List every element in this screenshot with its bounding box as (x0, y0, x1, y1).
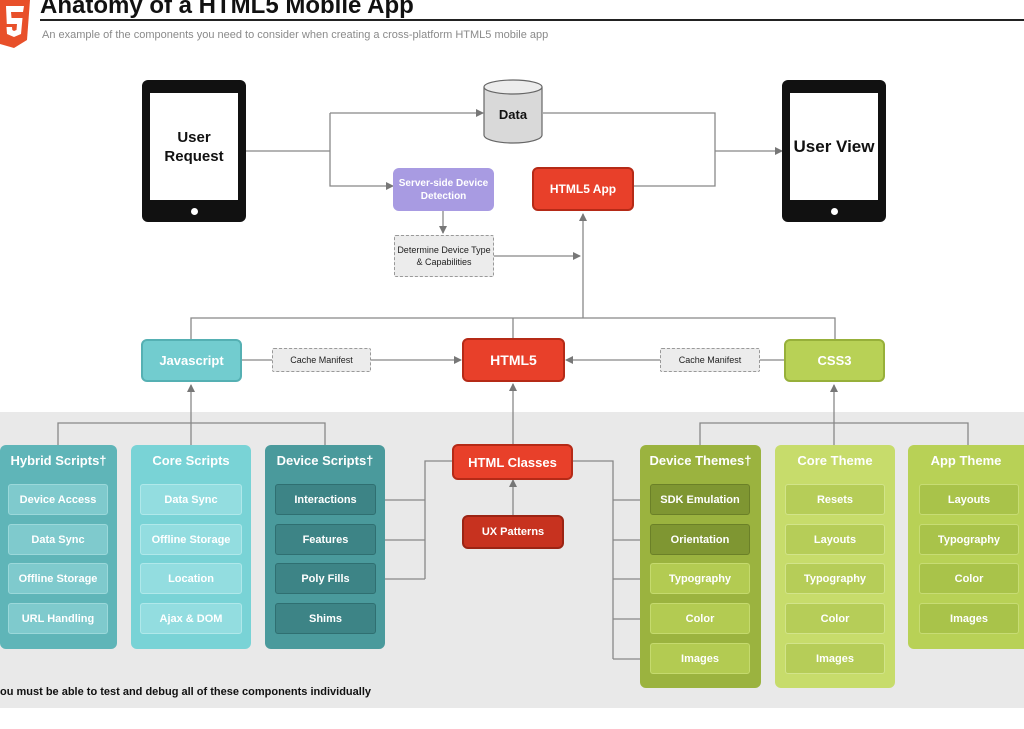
page-subtitle: An example of the components you need to… (42, 29, 549, 41)
cache-manifest-left: Cache Manifest (272, 348, 371, 372)
item-typography: Typography (650, 563, 750, 594)
item-data-sync: Data Sync (8, 524, 108, 555)
item-sdk-emulation: SDK Emulation (650, 484, 750, 515)
item-images: Images (919, 603, 1019, 634)
item-images: Images (650, 643, 750, 674)
user-view-label: User View (790, 93, 878, 200)
item-color: Color (785, 603, 885, 634)
panel-title: Device Scripts† (276, 453, 374, 468)
panel-device-scripts: Device Scripts† Interactions Features Po… (265, 445, 385, 649)
panel-device-themes: Device Themes† SDK Emulation Orientation… (640, 445, 761, 688)
panel-title: App Theme (930, 453, 1002, 468)
item-typography: Typography (919, 524, 1019, 555)
title-rule (40, 19, 1024, 21)
item-layouts: Layouts (785, 524, 885, 555)
user-request-tablet: User Request (142, 80, 246, 222)
item-resets: Resets (785, 484, 885, 515)
panel-title: Hybrid Scripts† (10, 453, 107, 468)
home-button-icon (190, 208, 198, 215)
panel-title: Core Theme (797, 453, 873, 468)
panel-core-scripts: Core Scripts Data Sync Offline Storage L… (131, 445, 251, 649)
item-interactions: Interactions (275, 484, 376, 515)
panel-hybrid-scripts: Hybrid Scripts† Device Access Data Sync … (0, 445, 117, 649)
data-label: Data (498, 107, 528, 122)
html-classes-box: HTML Classes (452, 444, 573, 480)
item-device-access: Device Access (8, 484, 108, 515)
database-icon (483, 79, 543, 144)
item-shims: Shims (275, 603, 376, 634)
item-typography: Typography (785, 563, 885, 594)
html5-box: HTML5 (462, 338, 565, 382)
item-orientation: Orientation (650, 524, 750, 555)
item-offline-storage: Offline Storage (8, 563, 108, 594)
cache-manifest-right: Cache Manifest (660, 348, 760, 372)
user-request-label: User Request (150, 93, 238, 200)
item-location: Location (140, 563, 242, 594)
item-layouts: Layouts (919, 484, 1019, 515)
item-data-sync: Data Sync (140, 484, 242, 515)
javascript-box: Javascript (141, 339, 242, 382)
panel-app-theme: App Theme Layouts Typography Color Image… (908, 445, 1024, 649)
item-ajax-dom: Ajax & DOM (140, 603, 242, 634)
css3-box: CSS3 (784, 339, 885, 382)
html5-app-box: HTML5 App (532, 167, 634, 211)
item-features: Features (275, 524, 376, 555)
item-offline-storage: Offline Storage (140, 524, 242, 555)
home-button-icon (830, 208, 838, 215)
user-view-tablet: User View (782, 80, 886, 222)
item-color: Color (919, 563, 1019, 594)
determine-device-box: Determine Device Type & Capabilities (394, 235, 494, 277)
ux-patterns-box: UX Patterns (462, 515, 564, 549)
page-title: Anatomy of a HTML5 Mobile App (40, 0, 414, 19)
item-url-handling: URL Handling (8, 603, 108, 634)
footnote: ou must be able to test and debug all of… (0, 686, 371, 698)
panel-title: Device Themes† (649, 453, 752, 468)
data-store: Data (483, 79, 543, 145)
html5-logo-icon (0, 0, 30, 48)
item-images: Images (785, 643, 885, 674)
panel-title: Core Scripts (152, 453, 230, 468)
item-color: Color (650, 603, 750, 634)
server-device-detection: Server-side Device Detection (393, 168, 494, 211)
panel-core-theme: Core Theme Resets Layouts Typography Col… (775, 445, 895, 688)
item-poly-fills: Poly Fills (275, 563, 376, 594)
